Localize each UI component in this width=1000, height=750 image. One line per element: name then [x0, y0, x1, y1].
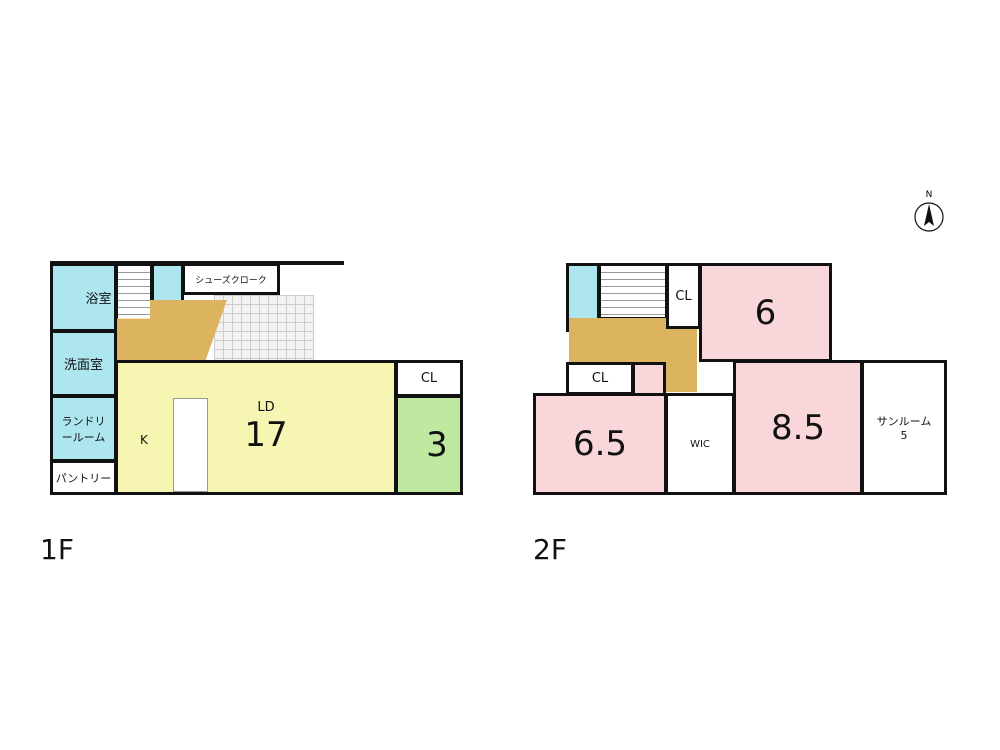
room-bedroom-85: 8.5 — [733, 360, 863, 495]
room-label: 浴室 — [85, 292, 112, 307]
room-label: CL — [675, 288, 692, 304]
ld-label: LD — [257, 400, 275, 415]
room-size: 5 — [900, 429, 908, 442]
room-size: 8.5 — [770, 407, 826, 448]
room-label: パントリー — [55, 471, 112, 485]
room-ld: K LD 17 — [115, 360, 397, 495]
kitchen-label: K — [140, 433, 148, 447]
north-label: N — [925, 190, 933, 200]
stairs — [598, 263, 668, 320]
ld-label-group: LD 17 — [244, 400, 287, 455]
room-label: ランドリールーム — [61, 414, 106, 444]
kitchen-counter — [173, 398, 208, 492]
room-washroom: 洗面室 — [50, 330, 117, 397]
room-laundry: ランドリールーム — [50, 395, 117, 462]
north-arrow-icon — [914, 202, 944, 232]
room-bedroom-6: 6 — [699, 263, 832, 362]
room-size: 6.5 — [572, 424, 628, 464]
room-closet: CL — [395, 360, 463, 397]
room-label: CL — [591, 371, 609, 386]
room-washitsu: 3 — [395, 395, 463, 495]
room-closet: CL — [566, 362, 634, 395]
room-bath: 浴室 — [50, 263, 117, 332]
room-closet: CL — [666, 263, 701, 329]
room-label: サンルーム — [876, 415, 932, 428]
floor-2f-label: 2F — [533, 533, 567, 566]
room-pantry: パントリー — [50, 460, 117, 495]
room-size: 6 — [754, 292, 777, 333]
entrance-tiles — [214, 295, 314, 361]
north-compass: N — [912, 190, 946, 234]
room-label: CL — [420, 371, 438, 386]
room-label: 洗面室 — [63, 358, 103, 373]
room-shoe-closet: シューズクローク — [182, 263, 280, 295]
room-label: WIC — [690, 438, 710, 450]
room-bedroom-65-nook — [632, 362, 666, 396]
room-wic: WIC — [665, 393, 735, 495]
room-bedroom-65: 6.5 — [533, 393, 667, 495]
ld-size: 17 — [244, 415, 288, 455]
floor-1f-label: 1F — [40, 533, 74, 566]
room-size: 3 — [426, 425, 448, 465]
room-label: シューズクローク — [195, 275, 267, 286]
